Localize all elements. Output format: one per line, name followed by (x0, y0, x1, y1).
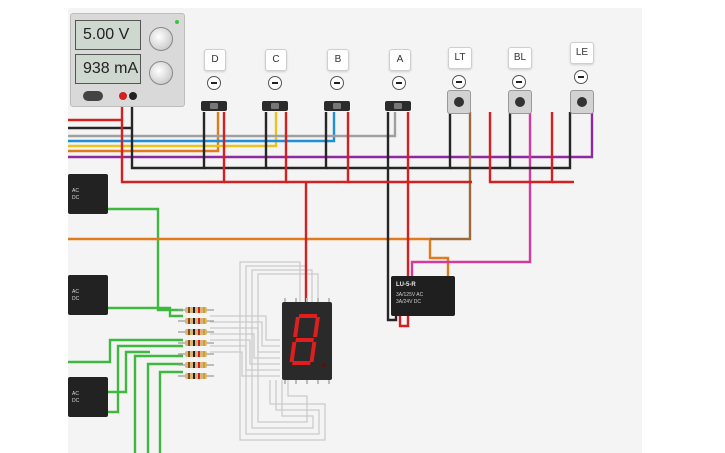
segment-digit-icon (289, 314, 326, 367)
resistor-color-band (198, 307, 200, 313)
wire-brown (430, 112, 472, 241)
resistor-color-band (198, 329, 200, 335)
resistor[interactable] (185, 362, 207, 368)
input-label-b: B (327, 49, 349, 71)
slide-switch-c[interactable] (262, 101, 288, 111)
relay-lu-5-r[interactable]: LU-5-R 3A/125V AC 3A/24V DC (391, 276, 455, 316)
resistor-color-band (188, 351, 190, 357)
logic-probe-a (392, 76, 406, 90)
relay-rating-dc: DC (72, 195, 80, 201)
resistor[interactable] (185, 318, 207, 324)
input-label-le: LE (570, 42, 594, 64)
logic-probe-bl (512, 75, 526, 89)
display-top-pins (284, 298, 330, 302)
input-label-bl: BL (508, 47, 532, 69)
resistor-color-band (203, 307, 205, 313)
resistor-color-band (193, 318, 195, 324)
wire-purple (68, 112, 594, 159)
resistor[interactable] (185, 373, 207, 379)
resistor-color-band (193, 340, 195, 346)
resistor-color-band (203, 329, 205, 335)
wire-pink (410, 112, 532, 276)
wire-gray (68, 112, 397, 138)
input-label-lt: LT (448, 47, 472, 69)
wire-red (68, 96, 574, 328)
resistor[interactable] (185, 340, 207, 346)
resistor-color-band (203, 351, 205, 357)
negative-terminal[interactable] (129, 92, 137, 100)
resistor-color-band (193, 373, 195, 379)
resistor-color-band (198, 362, 200, 368)
pushbutton-bl[interactable] (508, 90, 532, 114)
resistor-color-band (193, 351, 195, 357)
voltage-readout: 5.00 V (75, 20, 141, 50)
resistor-color-band (198, 340, 200, 346)
power-switch[interactable] (83, 91, 103, 101)
positive-terminal[interactable] (119, 92, 127, 100)
resistor-color-band (188, 318, 190, 324)
relay-ac-rating: 3A/125V AC (396, 292, 424, 298)
resistor-color-band (188, 307, 190, 313)
cv-led-indicator (175, 20, 179, 24)
wire-blue (68, 112, 336, 143)
resistor[interactable] (185, 351, 207, 357)
power-supply[interactable]: 5.00 V 938 mA (70, 13, 185, 107)
logic-probe-lt (452, 75, 466, 89)
relay-rating-ac: AC (72, 391, 79, 397)
resistor[interactable] (185, 307, 207, 313)
wire-orange (68, 112, 450, 276)
slide-switch-b[interactable] (324, 101, 350, 111)
green-wires (68, 207, 183, 453)
logic-probe-le (574, 70, 588, 84)
relay-model-label: LU-5-R (396, 282, 416, 288)
relay-dc-rating: 3A/24V DC (396, 299, 422, 305)
slide-switch-a[interactable] (385, 101, 411, 111)
relay-rating-ac: AC (72, 188, 79, 194)
voltage-knob[interactable] (149, 27, 173, 51)
input-label-d: D (204, 49, 226, 71)
resistor-color-band (193, 307, 195, 313)
logic-probe-c (268, 76, 282, 90)
logic-probe-b (330, 76, 344, 90)
resistor-color-band (193, 329, 195, 335)
resistor[interactable] (185, 329, 207, 335)
current-readout: 938 mA (75, 54, 141, 84)
relay-rating-dc: DC (72, 398, 80, 404)
resistor-color-band (203, 373, 205, 379)
resistor-color-band (198, 373, 200, 379)
pushbutton-le[interactable] (570, 90, 594, 114)
resistor-color-band (203, 318, 205, 324)
logic-probe-d (207, 76, 221, 90)
slide-switch-d[interactable] (201, 101, 227, 111)
resistor-color-band (193, 362, 195, 368)
side-relay-2[interactable]: AC DC (68, 275, 108, 315)
display-traces (210, 261, 326, 441)
resistor-color-band (203, 362, 205, 368)
current-knob[interactable] (149, 61, 173, 85)
wire-yellow (68, 112, 278, 148)
side-relay-1[interactable]: AC DC (68, 174, 108, 214)
relay-rating-ac: AC (72, 289, 79, 295)
resistor-color-band (203, 340, 205, 346)
resistor-color-band (198, 351, 200, 357)
pushbutton-lt[interactable] (447, 90, 471, 114)
display-bottom-pins (284, 380, 330, 384)
seven-segment-display[interactable] (282, 302, 332, 380)
resistor-color-band (188, 329, 190, 335)
resistor-array[interactable] (178, 303, 214, 387)
input-label-a: A (389, 49, 411, 71)
resistor-color-band (188, 373, 190, 379)
side-relay-3[interactable]: AC DC (68, 377, 108, 417)
input-label-c: C (265, 49, 287, 71)
relay-rating-dc: DC (72, 296, 80, 302)
resistor-color-band (188, 340, 190, 346)
resistor-color-band (198, 318, 200, 324)
resistor-color-band (188, 362, 190, 368)
